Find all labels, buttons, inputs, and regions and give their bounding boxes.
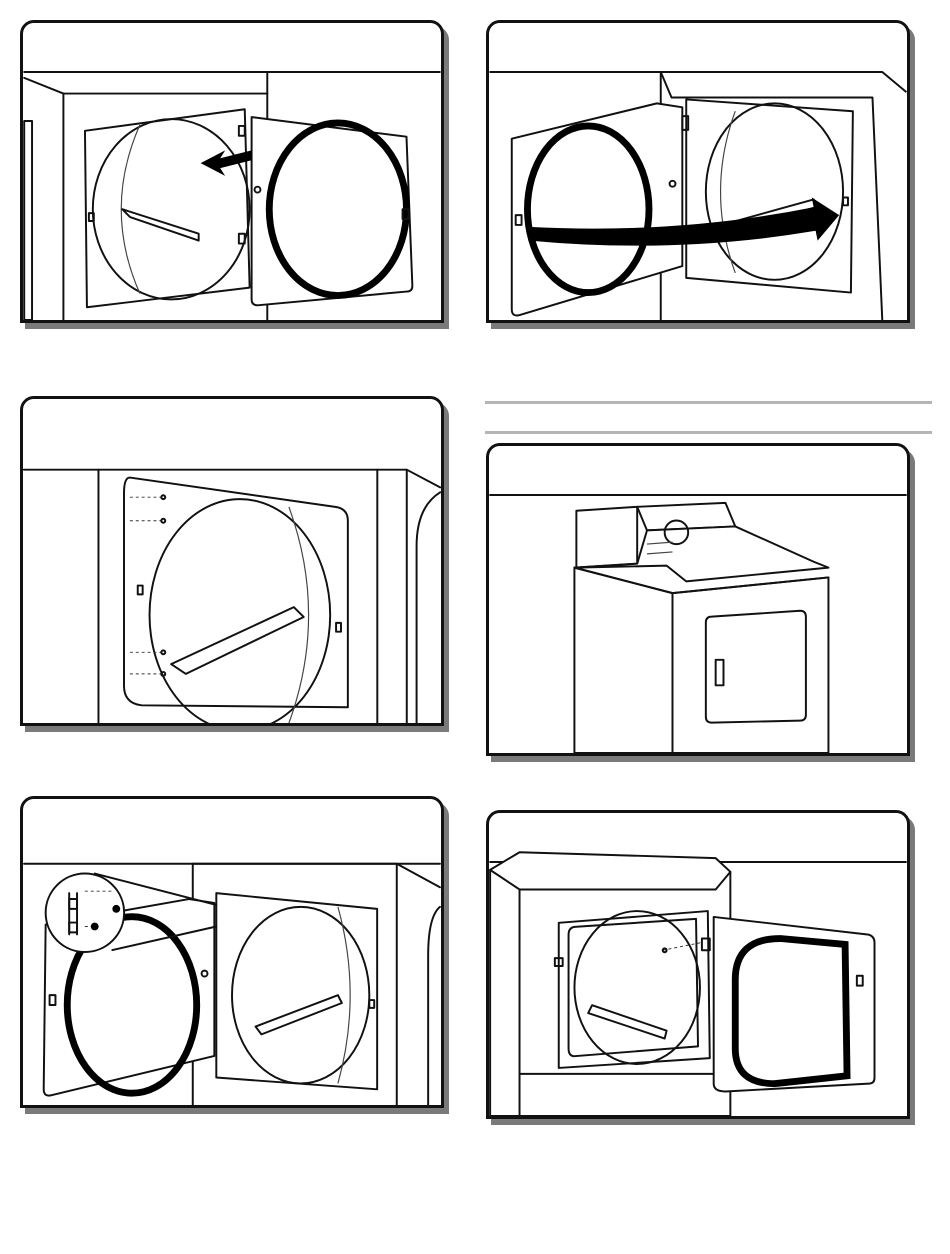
screw-icon [112,905,120,913]
section-divider-bottom [485,431,932,434]
figure-remove-door [20,20,444,323]
screw-icon [91,923,99,931]
hinge-screw-installation-illustration [23,799,441,1105]
remove-door-illustration [23,23,441,320]
section-divider-top [485,401,932,404]
reverse-swing-illustration [489,23,907,320]
figure-reverse-swing [486,20,910,323]
figure-install-screws [20,796,444,1108]
figure-hinge-holes [20,396,444,726]
figure-coin-dryer [486,443,910,756]
commercial-dryer-illustration [489,446,907,753]
figure-door-reinstalled [486,810,910,1119]
door-reinstalled-illustration [489,813,907,1116]
hinge-holes-illustration [23,399,441,723]
